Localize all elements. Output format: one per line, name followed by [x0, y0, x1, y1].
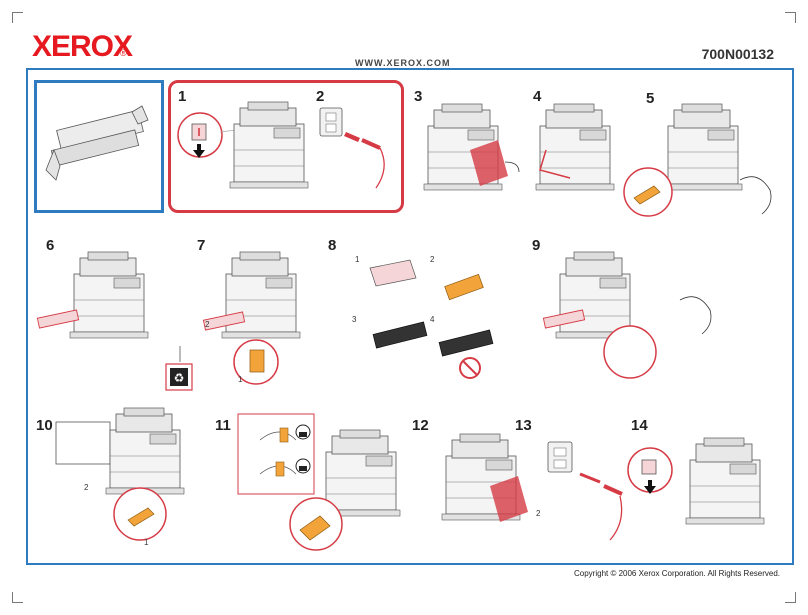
- copyright-notice: Copyright © 2006 Xerox Corporation. All …: [574, 569, 780, 578]
- substep-10-1: 1: [144, 538, 149, 547]
- fuser-part-illustration: [45, 105, 149, 181]
- side-door-step-3: [470, 140, 508, 186]
- substep-8-2: 2: [430, 255, 435, 264]
- printer-step-7: [221, 251, 301, 339]
- crop-mark-tl: [12, 12, 23, 23]
- lever-step-10: [127, 507, 155, 527]
- step-number-1: 1: [178, 88, 187, 105]
- hand-step-9: [679, 296, 712, 335]
- step-number-13: 13: [515, 417, 532, 434]
- substep-8-3: 3: [352, 315, 357, 324]
- lever-step-5: [633, 185, 661, 205]
- fuser-being-removed: [36, 309, 80, 329]
- website-url: WWW.XEROX.COM: [355, 58, 451, 68]
- printer-step-6: [69, 251, 149, 339]
- step-number-8: 8: [328, 237, 337, 254]
- crop-mark-tr: [785, 12, 796, 23]
- fuser-part-box: [34, 80, 164, 213]
- zoom-circle-step-9: [603, 325, 657, 379]
- crop-mark-bl: [12, 592, 23, 603]
- printer-step-9: [555, 251, 635, 339]
- step-number-5: 5: [646, 90, 655, 107]
- old-fuser: [202, 311, 246, 331]
- orange-latch-step-11: [299, 515, 331, 541]
- step-number-7: 7: [197, 237, 206, 254]
- hand-step-3: [504, 161, 520, 173]
- step-number-9: 9: [532, 237, 541, 254]
- xerox-logo: XEROX: [32, 30, 133, 63]
- substep-7-2: 2: [205, 320, 210, 329]
- recycle-icon: ♻: [165, 363, 193, 391]
- step-number-12: 12: [412, 417, 429, 434]
- unpack-illustration: 1 2 3 4: [352, 255, 494, 357]
- orange-tab-step-7: [249, 349, 265, 373]
- printer-step-5: [663, 103, 743, 191]
- warning-steps-box: [168, 80, 404, 213]
- printer-step-11: [321, 429, 401, 517]
- substep-13-2: 2: [536, 509, 541, 518]
- printer-step-4: [535, 103, 615, 191]
- hand-step-5: [739, 176, 772, 215]
- power-outlet-icon-step-13: [547, 441, 623, 541]
- lock-open-icon: [295, 424, 311, 440]
- step-number-14: 14: [631, 417, 648, 434]
- instruction-frame: [26, 68, 794, 565]
- power-switch-icon: [177, 112, 237, 158]
- detail-inset-step-10: [55, 421, 111, 465]
- step-number-11: 11: [215, 417, 231, 434]
- svg-text:♻: ♻: [174, 371, 185, 385]
- side-door-step-12: [490, 476, 528, 522]
- substep-7-1: 1: [238, 375, 243, 384]
- substep-10-2: 2: [84, 483, 89, 492]
- registered-mark: ®: [120, 48, 127, 58]
- step-number-4: 4: [533, 88, 542, 105]
- substep-8-4: 4: [430, 315, 435, 324]
- step-number-3: 3: [414, 88, 423, 105]
- printer-step-1: [229, 101, 309, 189]
- substep-8-1: 1: [355, 255, 360, 264]
- power-outlet-icon: [319, 107, 385, 189]
- printer-step-14: [685, 437, 765, 525]
- step-number-2: 2: [316, 88, 325, 105]
- part-number: 700N00132: [701, 46, 774, 62]
- no-touch-icon: [459, 357, 481, 379]
- arrow-icon-step-4: [539, 149, 571, 179]
- new-fuser-step-9: [542, 309, 586, 329]
- step-number-10: 10: [36, 417, 53, 434]
- lock-closed-icon: [295, 458, 311, 474]
- step-number-6: 6: [46, 237, 55, 254]
- printer-step-10: [105, 407, 185, 495]
- crop-mark-br: [785, 592, 796, 603]
